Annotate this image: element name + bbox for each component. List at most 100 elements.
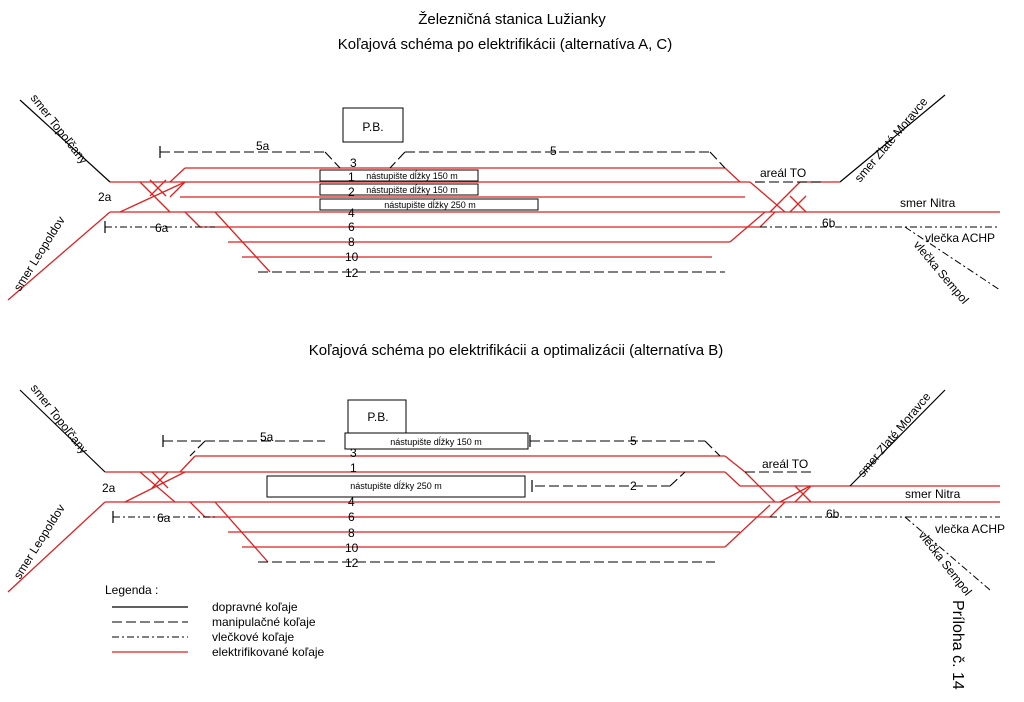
track-3-label-b: 3	[350, 446, 357, 460]
cross-mark-b4	[794, 485, 812, 503]
siding-5-label-b: 5	[630, 434, 637, 448]
dir-sempol-b: vlečka Sempol	[916, 528, 975, 598]
fan-right-a	[729, 211, 766, 243]
cross-mark-a4	[789, 195, 807, 213]
track-10-label-b: 10	[345, 541, 359, 555]
annex-label: Príloha č. 14	[949, 600, 966, 690]
areal-label-a: areál TO	[760, 166, 806, 180]
legend: Legenda : dopravné koľaje manipulačné ko…	[105, 583, 325, 659]
station-building-a	[342, 107, 404, 143]
siding-6b-label-a: 6b	[822, 216, 836, 230]
dir-topolcany-a: smer Topoľčany	[28, 91, 91, 166]
legend-title: Legenda :	[105, 583, 158, 597]
track-12-label-b: 12	[345, 556, 359, 570]
track-3-right-b	[724, 455, 746, 473]
siding-5-right-a	[709, 151, 726, 169]
siding-5a-label-a: 5a	[256, 139, 270, 153]
platform-a1-label: nástupište dĺžky 150 m	[366, 170, 458, 181]
scheme-a: nástupište dĺžky 150 m nástupište dĺžky …	[7, 91, 1001, 307]
siding-2a-label-a: 2a	[98, 190, 112, 204]
track-2-join-b	[669, 471, 686, 487]
platform-b2-label: nástupište dĺžky 250 m	[350, 480, 442, 491]
dir-topolcany-b: smer Topoľčany	[28, 381, 91, 456]
line-leopoldov-a	[7, 211, 111, 301]
dir-achp-b: vlečka ACHP	[935, 522, 1005, 536]
crossover-left-b2	[139, 471, 176, 503]
platform-b1-label: nástupište dĺžky 150 m	[390, 436, 482, 447]
dir-zlate-a: smer Zlaté Moravce	[852, 94, 931, 184]
track-3-label-a: 3	[350, 156, 357, 170]
platform-a2-label: nástupište dĺžky 150 m	[366, 184, 458, 195]
platform-a2	[319, 183, 479, 196]
line-topolcany-b	[19, 389, 106, 473]
siding-sempol-b	[904, 516, 991, 591]
dir-zlate-b: smer Zlaté Moravce	[855, 389, 934, 479]
track-6-join-right-b	[769, 501, 786, 518]
track-6-join-a	[184, 211, 201, 228]
line-zlate-a	[839, 94, 946, 183]
track-6-label-b: 6	[348, 510, 355, 524]
dir-sempol-a: vlečka Sempol	[911, 238, 972, 307]
track-6-join-b	[189, 501, 206, 518]
track-6-label-a: 6	[348, 220, 355, 234]
crossover-right-a	[769, 181, 801, 213]
building-label-b: P.B.	[367, 410, 388, 424]
platform-a3-label: nástupište dĺžky 250 m	[384, 199, 476, 210]
track-4-label-a: 4	[348, 206, 355, 220]
cross-mark-b2	[151, 471, 169, 489]
line-zlate-b	[849, 389, 946, 487]
crossover-left-b1	[124, 471, 186, 503]
siding-2a-label-b: 2a	[102, 481, 116, 495]
track-2-label-a: 2	[348, 185, 355, 199]
scheme-b-title: Koľajová schéma po elektrifikácii a opti…	[309, 342, 724, 359]
siding-5-left-a	[389, 151, 406, 169]
track-2-join-a	[169, 181, 186, 198]
cross-mark-a2	[149, 179, 167, 197]
siding-sempol-a	[904, 226, 1001, 291]
siding-5-label-a: 5	[550, 144, 557, 158]
track-8-label-b: 8	[348, 526, 355, 540]
siding-6a-label-b: 6a	[157, 511, 171, 525]
platform-a1	[319, 169, 479, 182]
track-10-label-a: 10	[345, 250, 359, 264]
crossover-right-b	[779, 485, 811, 503]
track-3-right-a	[724, 167, 741, 183]
areal-label-b: areál TO	[762, 457, 808, 471]
platform-b1	[344, 432, 529, 450]
scheme-b: nástupište dĺžky 150 m nástupište dĺžky …	[7, 381, 1005, 598]
scheme-a-title: Koľajová schéma po elektrifikácii (alter…	[338, 36, 673, 53]
siding-5a-join-a	[324, 151, 341, 169]
legend-label-dopravne: dopravné koľaje	[212, 600, 298, 614]
track-3-left-a	[169, 167, 186, 183]
fan-right-b	[724, 504, 771, 548]
crossover-left-a1	[119, 181, 186, 213]
track-1-right-a	[749, 181, 786, 213]
siding-5a-label-b: 5a	[260, 430, 274, 444]
track-4-label-b: 4	[348, 495, 355, 509]
siding-6a-label-a: 6a	[155, 221, 169, 235]
crossover-left-a2	[139, 181, 171, 213]
track-8-label-a: 8	[348, 235, 355, 249]
dir-nitra-a: smer Nitra	[900, 196, 956, 210]
track-1-label-b: 1	[350, 461, 357, 475]
station-building-b	[347, 399, 407, 434]
line-topolcany-a	[19, 99, 111, 183]
building-label-a: P.B.	[362, 120, 383, 134]
track-3-left-b	[179, 455, 196, 473]
dir-nitra-b: smer Nitra	[905, 487, 961, 501]
track-6-join-right-a	[759, 211, 776, 228]
track-1-right-b	[724, 471, 741, 487]
track-2-label-b: 2	[630, 479, 637, 493]
station-title: Železničná stanica Lužianky	[418, 11, 606, 28]
dir-leopoldov-b: smer Leopoldov	[11, 502, 68, 582]
line-leopoldov-b	[7, 501, 106, 593]
siding-6b-label-b: 6b	[826, 507, 840, 521]
platform-a3	[319, 198, 539, 211]
platform-b2	[266, 475, 526, 498]
siding-5a-left-b	[189, 440, 206, 457]
legend-label-vleckove: vlečkové koľaje	[212, 630, 295, 644]
legend-label-manipulacne: manipulačné koľaje	[212, 615, 316, 629]
switch-right-b	[744, 471, 776, 503]
dir-achp-a: vlečka ACHP	[925, 231, 995, 245]
